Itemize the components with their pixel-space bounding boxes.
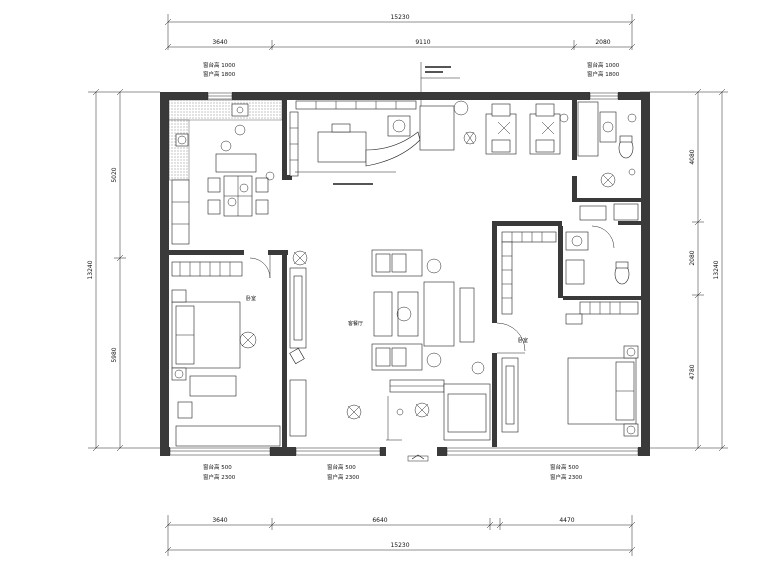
svg-text:窗台高 1000: 窗台高 1000 [587,61,620,69]
svg-text:窗户高 1800: 窗户高 1800 [203,70,236,78]
entry-arrow-icon [407,454,429,462]
dim-bottom-total: 15230 [390,542,409,549]
living-room [289,249,485,437]
dim-top-seg-3: 2080 [595,39,610,46]
room-label-left-bedroom: 卧室 [246,295,256,302]
dim-top-seg-2: 9110 [415,39,430,46]
svg-text:窗户高 2300: 窗户高 2300 [550,473,583,481]
bottom-dimension-lines [164,515,636,556]
dresser-area [485,103,569,155]
room-label-right-bedroom: 卧室 [518,337,528,344]
dim-left-outer: 13240 [87,260,94,279]
bathroom-right-middle [565,225,639,325]
kitchen-counter [168,99,283,245]
right-dimension-lines [640,88,728,452]
dim-right-seg-3: 4780 [689,364,696,379]
window-note-bottom-right: 窗台高 500 窗户高 2300 [550,463,583,481]
annotation-leader [420,62,460,108]
left-bedroom [171,255,281,447]
exterior-walls [160,92,650,456]
bathroom-top-right [577,101,639,221]
dim-left-upper: 5020 [111,167,118,182]
right-bedroom [501,345,639,437]
dim-top-total: 15230 [390,14,409,21]
window-note-top-left: 窗台高 1000 窗户高 1800 [203,61,236,78]
windows [169,92,639,456]
top-dimension-lines [164,14,636,51]
entry-area [386,379,491,441]
svg-text:窗台高 500: 窗台高 500 [550,463,579,471]
dim-right-outer: 13240 [713,260,720,279]
dim-left-lower: 5980 [111,347,118,362]
dim-bottom-seg-3: 4470 [559,517,574,524]
left-dimension-lines [88,88,160,452]
dim-bottom-seg-2: 6640 [372,517,387,524]
svg-text:窗台高 1000: 窗台高 1000 [203,61,236,69]
dim-bottom-seg-1: 3640 [212,517,227,524]
walk-in-closet [496,231,557,354]
window-note-bottom-left: 窗台高 500 窗户高 2300 [203,463,236,481]
svg-text:窗户高 1800: 窗户高 1800 [587,70,620,78]
window-note-bottom-mid: 窗台高 500 窗户高 2300 [327,463,360,481]
dining-table [207,124,275,217]
study-area [289,100,477,185]
svg-text:窗户高 2300: 窗户高 2300 [203,473,236,481]
svg-text:窗台高 500: 窗台高 500 [327,463,356,471]
window-note-top-right: 窗台高 1000 窗户高 1800 [587,61,620,78]
svg-text:窗台高 500: 窗台高 500 [203,463,232,471]
dim-right-seg-2: 2080 [689,250,696,265]
svg-text:窗户高 2300: 窗户高 2300 [327,473,360,481]
room-label-center: 客餐厅 [348,320,363,327]
dim-right-seg-1: 4080 [689,149,696,164]
interior-walls [169,100,641,447]
dim-top-seg-1: 3640 [212,39,227,46]
